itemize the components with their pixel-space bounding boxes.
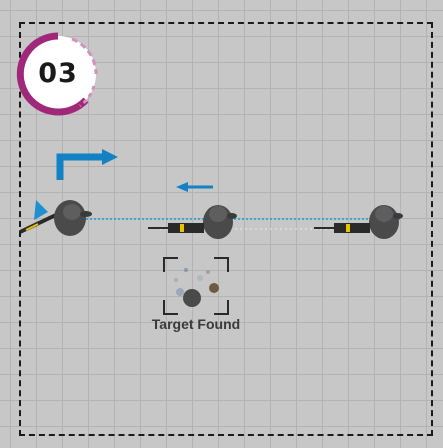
target-frame-icon <box>163 257 229 315</box>
left-arrow-icon <box>176 182 213 192</box>
room-boundary <box>19 22 433 436</box>
soldier-icon <box>314 205 403 239</box>
soldier-icon <box>148 205 237 239</box>
badge-ring-icon <box>16 32 98 116</box>
step-number: 03 <box>38 58 78 89</box>
target-found-label: Target Found <box>151 316 241 332</box>
soldier-icon <box>19 200 92 236</box>
step-badge: 03 <box>14 30 102 118</box>
turn-right-arrow-icon <box>56 149 118 180</box>
